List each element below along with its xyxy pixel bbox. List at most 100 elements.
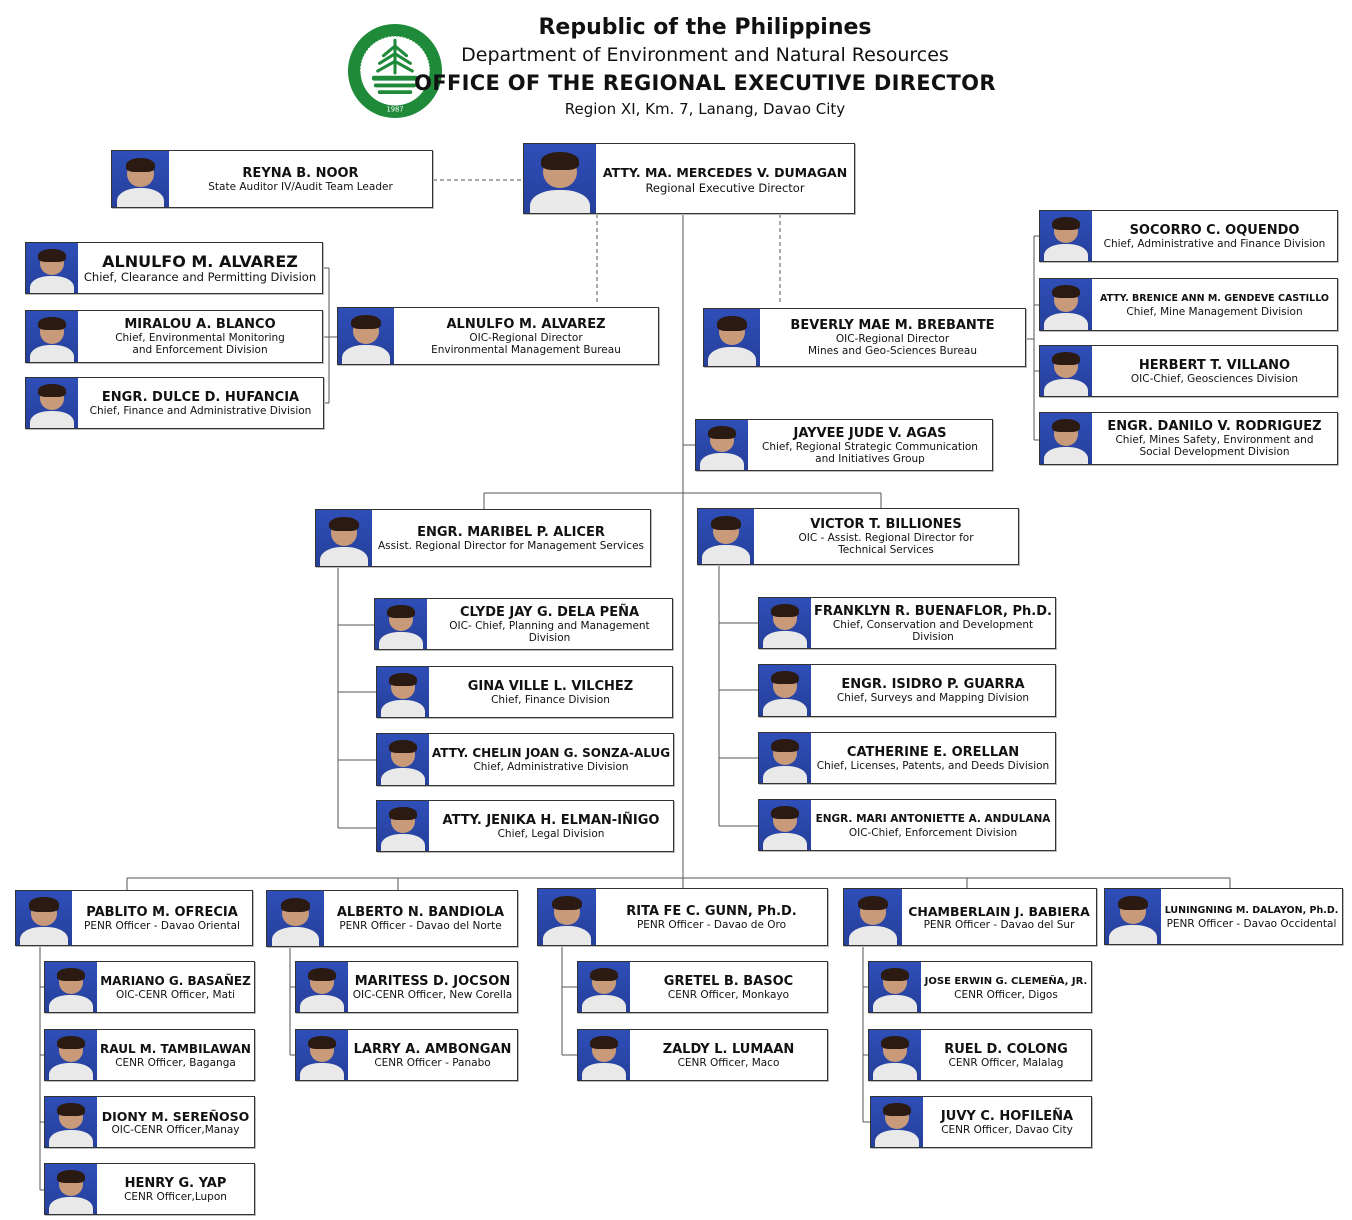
portrait-photo	[26, 311, 78, 362]
person-name: SOCORRO C. OQUENDO	[1129, 222, 1300, 238]
person-name: JAYVEE JUDE V. AGAS	[793, 425, 947, 441]
header-department: Department of Environment and Natural Re…	[461, 44, 949, 66]
person-card-buenaflor: FRANKLYN R. BUENAFLOR, Ph.D.Chief, Conse…	[758, 597, 1056, 649]
person-title: CENR Officer, Monkayo	[667, 988, 790, 1001]
person-card-clemena: JOSE ERWIN G. CLEMEÑA, JR.CENR Officer, …	[868, 961, 1092, 1013]
person-title: Chief, Environmental Monitoring and Enfo…	[115, 332, 285, 356]
person-title: Chief, Mine Management Division	[1126, 306, 1303, 318]
person-name: ALBERTO N. BANDIOLA	[336, 905, 505, 920]
portrait-photo	[1040, 211, 1092, 261]
portrait-photo	[696, 420, 748, 470]
person-name: ALNULFO M. ALVAREZ	[446, 316, 606, 332]
portrait-photo	[578, 1030, 630, 1080]
person-title: OIC-Regional Director Environmental Mana…	[431, 331, 621, 356]
person-title: CENR Officer, Digos	[954, 988, 1058, 1001]
person-name: REYNA B. NOOR	[242, 165, 359, 181]
person-title: OIC-Regional Director Mines and Geo-Scie…	[808, 333, 977, 357]
person-name: ENGR. DANILO V. RODRIGUEZ	[1107, 419, 1322, 434]
person-title: CENR Officer, Davao City	[941, 1123, 1073, 1136]
person-name: ATTY. BRENICE ANN M. GENDEVE CASTILLO	[1099, 293, 1330, 304]
person-name: LUNINGNING M. DALAYON, Ph.D.	[1164, 905, 1339, 916]
person-title: Chief, Conservation and Development Divi…	[832, 618, 1034, 643]
person-name: MARITESS D. JOCSON	[354, 973, 511, 989]
person-info: LUNINGNING M. DALAYON, Ph.D.PENR Officer…	[1161, 889, 1342, 944]
person-name: LARRY A. AMBONGAN	[353, 1041, 512, 1057]
portrait-photo	[1040, 346, 1092, 396]
portrait-photo	[538, 889, 596, 945]
person-name: RAUL M. TAMBILAWAN	[100, 1041, 251, 1056]
portrait-photo	[1040, 413, 1092, 464]
person-title: Chief, Legal Division	[497, 827, 605, 840]
denr-seal-logo: 1987	[347, 23, 443, 119]
portrait-photo	[844, 889, 902, 945]
person-name: ATTY. CHELIN JOAN G. SONZA-ALUG	[431, 746, 671, 760]
person-name: DIONY M. SEREÑOSO	[101, 1108, 250, 1124]
person-title: PENR Officer - Davao de Oro	[636, 918, 787, 931]
portrait-photo	[377, 667, 429, 717]
person-name: HENRY G. YAP	[124, 1175, 227, 1191]
person-title: Chief, Licenses, Patents, and Deeds Divi…	[816, 759, 1050, 772]
person-name: RITA FE C. GUNN, Ph.D.	[626, 903, 797, 919]
person-title: Chief, Administrative Division	[473, 761, 629, 773]
person-title: Chief, Clearance and Permitting Division	[83, 270, 317, 284]
portrait-photo	[759, 665, 811, 716]
portrait-photo	[375, 599, 427, 649]
person-name: JUVY C. HOFILEÑA	[940, 1108, 1074, 1124]
person-name: RUEL D. COLONG	[944, 1041, 1068, 1057]
person-title: CENR Officer, Maco	[677, 1056, 780, 1069]
header-office: OFFICE OF THE REGIONAL EXECUTIVE DIRECTO…	[414, 71, 996, 95]
person-title: OIC-Chief, Enforcement Division	[848, 826, 1018, 839]
person-title: OIC - Assist. Regional Director for Tech…	[798, 532, 974, 556]
person-name: PABLITO M. OFRECIA	[86, 904, 238, 920]
person-name: FRANKLYN R. BUENAFLOR, Ph.D.	[814, 603, 1052, 619]
portrait-photo	[759, 800, 811, 850]
portrait-photo	[26, 243, 78, 293]
portrait-photo	[45, 1030, 97, 1080]
person-card-dalayon: LUNINGNING M. DALAYON, Ph.D.PENR Officer…	[1104, 888, 1343, 945]
person-name: ALNULFO M. ALVAREZ	[102, 252, 298, 271]
portrait-photo	[869, 962, 921, 1012]
person-title: CENR Officer, Baganga	[115, 1056, 236, 1069]
person-card-castillo: ATTY. BRENICE ANN M. GENDEVE CASTILLO Chi…	[1039, 278, 1338, 331]
person-name: ENGR. DULCE D. HUFANCIA	[101, 389, 300, 405]
person-name: GINA VILLE L. VILCHEZ	[467, 678, 634, 694]
portrait-photo	[377, 801, 429, 851]
portrait-photo	[112, 151, 169, 207]
header-address: Region XI, Km. 7, Lanang, Davao City	[564, 100, 846, 118]
person-title: Chief, Administrative and Finance Divisi…	[1103, 237, 1326, 250]
person-name: MARIANO G. BASAÑEZ	[100, 973, 251, 988]
person-name: MIRALOU A. BLANCO	[124, 317, 276, 332]
